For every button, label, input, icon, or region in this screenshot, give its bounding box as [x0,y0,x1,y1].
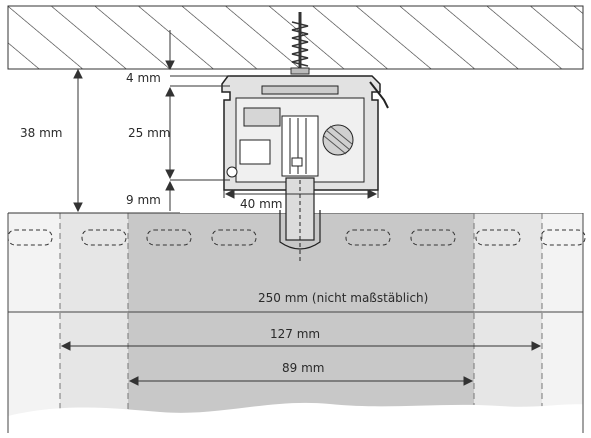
curtain-hook [279,177,321,262]
label-inner-width: 89 mm [282,361,324,375]
track-profile [221,75,389,191]
dimension-lines [8,30,542,386]
label-top-gap: 4 mm [126,71,161,85]
ceiling [0,0,591,70]
label-track-height: 25 mm [128,126,170,140]
label-total-height: 38 mm [20,126,62,140]
mounting-screw [290,12,310,75]
label-bottom-gap: 9 mm [126,193,161,207]
fabric-panel [0,213,591,433]
label-panel-height: 250 mm (nicht maßstäblich) [258,291,428,305]
label-track-width: 40 mm [240,197,282,211]
label-outer-width: 127 mm [270,327,320,341]
